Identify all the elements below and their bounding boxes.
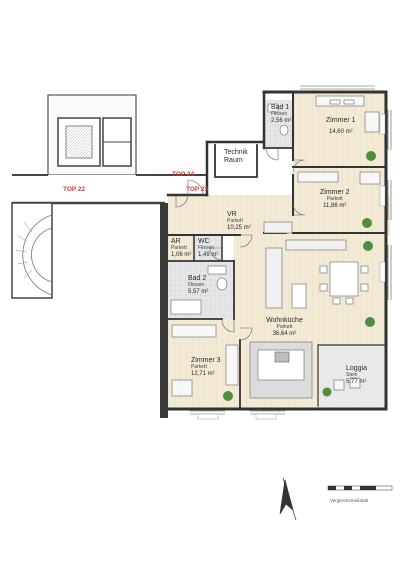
room-area: 2,56 m²: [271, 117, 292, 124]
room-name: Bad 2: [188, 275, 207, 282]
room-name: Technik Raum: [224, 149, 248, 165]
top-23-label: TOP 23: [186, 186, 209, 193]
scale-bar: [327, 485, 393, 491]
room-floor: Fliesen: [198, 245, 215, 252]
top-24-label: TOP 24: [172, 171, 195, 178]
room-area: 5,77 m²: [346, 378, 367, 385]
room-label-zimmer2: Zimmer 2 Parkett 11,86 m²: [320, 189, 350, 210]
room-floor: Stein: [346, 372, 358, 379]
room-name: AR: [171, 238, 181, 245]
room-label-vr: VR Parkett 10,25 m²: [227, 211, 251, 232]
room-label-bad1: Bad 1 Fliesen 2,56 m²: [271, 104, 291, 125]
room-floor: Parkett: [276, 324, 293, 331]
room-floor: Fliesen: [188, 282, 205, 289]
walls: [166, 90, 388, 411]
furniture: [170, 95, 381, 399]
room-label-zimmer1: Zimmer 1 14,60 m²: [326, 117, 356, 136]
room-label-technik: Technik Raum: [224, 149, 254, 165]
room-area: 10,25 m²: [227, 224, 251, 231]
room-floor: Parkett: [171, 245, 187, 252]
room-area: 5,57 m²: [188, 288, 209, 295]
room-area: 1,06 m²: [171, 251, 192, 258]
room-label-wohnkueche: Wohnküche Parkett 36,64 m²: [266, 317, 303, 338]
room-name: Zimmer 3: [191, 357, 221, 364]
room-label-zimmer3: Zimmer 3 Parkett 12,71 m²: [191, 357, 221, 378]
scale-label: Vergleichsmaßstab: [330, 498, 369, 503]
room-name: VR: [227, 211, 237, 218]
plant-icons: [223, 151, 376, 401]
room-name: Zimmer 1: [326, 117, 356, 124]
top-22-label: TOP 22: [63, 186, 86, 193]
room-floor: Fliesen: [271, 111, 288, 118]
room-label-wc: WC Fliesen 1,49 m²: [198, 238, 218, 259]
room-area: 1,49 m²: [198, 251, 219, 258]
room-area: 36,64 m²: [272, 330, 297, 337]
room-label-ar: AR Parkett 1,06 m²: [171, 238, 191, 259]
room-floor: Parkett: [191, 364, 207, 371]
room-name: Zimmer 2: [320, 189, 350, 196]
room-label-loggia: Loggia Stein 5,77 m²: [346, 365, 367, 386]
room-label-bad2: Bad 2 Fliesen 5,57 m²: [188, 275, 208, 296]
room-area: 12,71 m²: [191, 370, 215, 377]
room-name: Wohnküche: [266, 317, 303, 324]
room-name: WC: [198, 238, 210, 245]
room-floor: Parkett: [326, 196, 343, 203]
room-floor: Parkett: [227, 218, 243, 225]
doors: [175, 147, 306, 341]
fph-tags: [197, 113, 386, 420]
room-name: Loggia: [346, 365, 368, 372]
room-name: Bad 1: [271, 104, 290, 111]
stairwell-area: [11, 94, 207, 418]
room-area: 11,86 m²: [323, 202, 347, 209]
north-arrow-icon: [279, 477, 297, 521]
room-area: 14,60 m²: [328, 129, 353, 136]
